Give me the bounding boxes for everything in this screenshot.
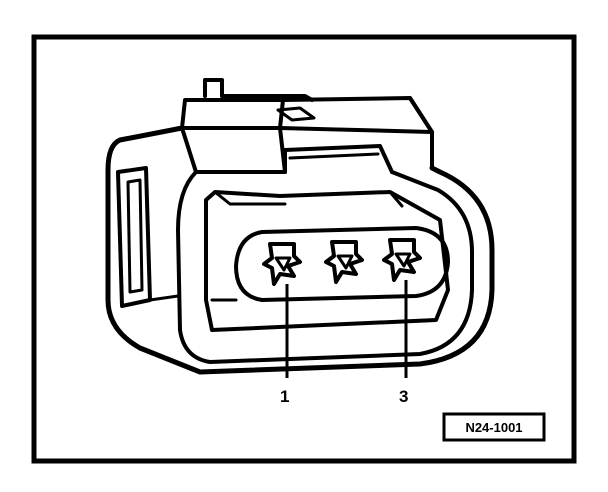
terminal-pin-3 [382,238,422,282]
figure-id-box [442,412,546,442]
terminal-pin-1 [262,242,302,286]
connector-recess [204,190,450,332]
terminal-pin-2 [324,240,364,284]
figure-id: N24-1001 [465,420,522,435]
pin-label-3: 3 [399,387,408,406]
figure-frame [31,34,577,464]
connector-housing [105,125,495,375]
connector-latch [180,78,434,174]
pin-label-1: 1 [280,387,289,406]
pin-carrier [234,226,450,302]
